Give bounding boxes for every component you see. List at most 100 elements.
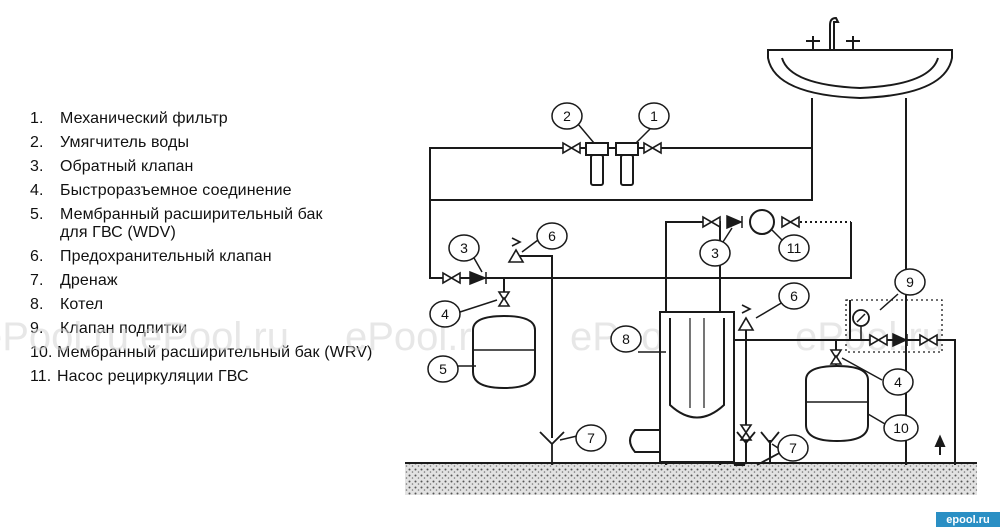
- callout-label: 4: [894, 374, 902, 390]
- legend-item-label-continued: для ГВС (WDV): [60, 224, 176, 241]
- legend-item-number: 7.: [30, 272, 44, 289]
- drain-funnel-right-a: [736, 431, 756, 445]
- callout-label: 10: [893, 420, 909, 436]
- legend-list: 1.Механический фильтр 2. Умягчитель воды 3.…: [30, 110, 400, 392]
- drain-branches-right: [745, 440, 771, 462]
- manometer-stem: [856, 313, 866, 340]
- gate-valve: [869, 333, 888, 347]
- legend-item: 2. Умягчитель воды: [30, 134, 400, 152]
- sink-bowl: [767, 49, 953, 100]
- legend-item: 10.Мембранный расширительный бак (WRV): [30, 344, 400, 362]
- callout-label: 8: [622, 331, 630, 347]
- gate-valve: [739, 424, 753, 441]
- faucet-handles: [806, 36, 860, 50]
- callout-label: 6: [790, 288, 798, 304]
- drain-funnel-right-b: [760, 431, 780, 445]
- supply-line: [429, 200, 738, 279]
- faucet-spout: [829, 16, 840, 50]
- callout-label: 6: [548, 228, 556, 244]
- logo-text: epool.ru: [946, 514, 989, 526]
- legend-item-label: Мембранный расширительный бак (WRV): [57, 344, 373, 361]
- logo-badge: [936, 512, 1000, 527]
- legend-item-text: Дренаж: [60, 272, 400, 290]
- callout-11: [778, 234, 810, 262]
- callout-7-right: [777, 434, 809, 462]
- legend-item: 1.Механический фильтр: [30, 110, 400, 128]
- callout-4-left: [429, 300, 461, 328]
- watermarks: ePool.ru ePool.ru ePool.ru ePool.ru ePoo…: [0, 315, 944, 359]
- legend-item-label: Насос рециркуляции ГВС: [57, 368, 249, 385]
- check-valve: [726, 214, 743, 230]
- legend-item-label: Быстроразъемное соединение: [60, 182, 292, 199]
- callout-6-right: [778, 282, 810, 310]
- legend-item-number: 9.: [30, 320, 44, 337]
- callout-1: [638, 102, 670, 130]
- gate-valve: [919, 333, 938, 347]
- legend-item-text: Мембранный расширительный бак (WRV): [57, 344, 400, 362]
- legend-item-label: Котел: [60, 296, 104, 313]
- legend-item-number: 8.: [30, 296, 44, 313]
- legend-item: 11.Насос рециркуляции ГВС: [30, 368, 400, 386]
- boiler-body: [659, 311, 735, 463]
- callout-label: 5: [439, 361, 447, 377]
- gate-valve: [702, 215, 721, 229]
- legend-item-text: Быстроразъемное соединение: [60, 182, 400, 200]
- callout-4-right: [882, 368, 914, 396]
- refill-valve-box: [845, 299, 943, 353]
- legend-item-label: Предохранительный клапан: [60, 248, 272, 265]
- legend-item-label: Механический фильтр: [60, 110, 228, 127]
- recirculation-pump: [749, 209, 775, 235]
- safety-valve-right: [737, 316, 755, 331]
- legend-item-text: Насос рециркуляции ГВС: [57, 368, 400, 386]
- legend-item-text: Обратный клапан: [60, 158, 400, 176]
- callout-label: 9: [906, 274, 914, 290]
- legend-item: 4.Быстроразъемное соединение: [30, 182, 400, 200]
- valves: [442, 141, 938, 441]
- callout-7-left: [575, 424, 607, 452]
- legend-item-text: Предохранительный клапан: [60, 248, 400, 266]
- check-valves: [469, 214, 908, 348]
- check-valve: [892, 332, 908, 348]
- callouts: [427, 102, 926, 462]
- gate-valve: [781, 215, 800, 229]
- ground-hatch: [405, 463, 977, 495]
- callout-labels: 2 1 3 3 11 6 6 4 4 5 10 7 7 8 9: [439, 108, 914, 456]
- expansion-tank-wrv: [805, 364, 869, 443]
- callout-label: 1: [650, 108, 658, 124]
- legend-item-number: 5.: [30, 206, 44, 223]
- legend-item-number: 3.: [30, 158, 44, 175]
- safety-valve-left: [507, 248, 525, 263]
- legend-item: 8. Котел: [30, 296, 400, 314]
- legend-item-number: 6.: [30, 248, 44, 265]
- gate-valve: [562, 141, 581, 155]
- callout-label: 7: [587, 430, 595, 446]
- callout-label: 11: [787, 240, 802, 256]
- callout-5: [427, 355, 459, 383]
- boiler-heat-exchanger: [669, 318, 725, 419]
- legend-item-number: 2.: [30, 134, 44, 151]
- watermark-text: ePool.ru: [345, 315, 494, 359]
- callout-10: [883, 414, 919, 442]
- legend-item-label: Обратный клапан: [60, 158, 194, 175]
- expansion-tank-wdv: [472, 314, 536, 390]
- filter-1: [615, 142, 639, 186]
- callout-8: [610, 325, 642, 353]
- return-pipe-right: [738, 222, 852, 279]
- quick-couplings: [497, 291, 843, 365]
- legend-item-number: 10.: [30, 344, 53, 361]
- callout-label: 3: [460, 240, 468, 256]
- boiler-burner: [629, 429, 660, 453]
- drain-funnel-left: [539, 431, 565, 465]
- legend-item: 7. Дренаж: [30, 272, 400, 290]
- legend-item: 9.Клапан подпитки: [30, 320, 400, 338]
- legend-item: 6. Предохранительный клапан: [30, 248, 400, 266]
- legend-item-label: Дренаж: [60, 272, 118, 289]
- callout-6-left: [536, 222, 568, 250]
- legend-item-text: Умягчитель воды: [60, 134, 400, 152]
- callout-2: [551, 102, 583, 130]
- callout-label: 3: [711, 245, 719, 261]
- watermark-text: ePool.ru: [140, 315, 289, 359]
